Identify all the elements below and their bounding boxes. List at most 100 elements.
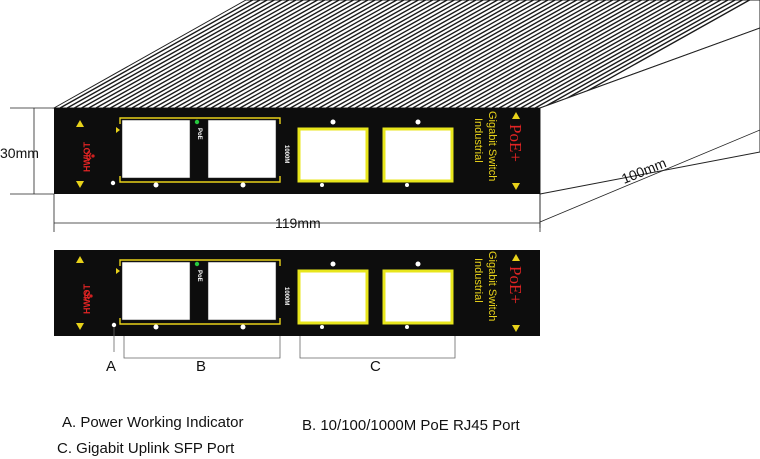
heatsink-rib bbox=[362, 0, 595, 108]
heatsink-rib bbox=[282, 0, 516, 108]
poe-led bbox=[194, 261, 200, 267]
arrow-down-icon bbox=[512, 325, 520, 332]
heatsink-rib bbox=[110, 0, 343, 108]
heatsink-rib bbox=[261, 0, 494, 108]
rj45-port bbox=[121, 261, 191, 321]
callout-leaders bbox=[113, 327, 456, 359]
speed-small-label: 1000M bbox=[283, 287, 289, 305]
title-line1: Industrial bbox=[472, 258, 484, 303]
rj45-port bbox=[207, 119, 277, 179]
arrow-up-icon bbox=[512, 112, 520, 119]
heatsink-rib bbox=[275, 0, 509, 108]
heatsink-rib bbox=[520, 0, 754, 108]
wifi-icon bbox=[86, 150, 95, 162]
heatsink-rib bbox=[434, 0, 667, 108]
heatsink-rib bbox=[426, 0, 660, 108]
heatsink-rib bbox=[174, 0, 408, 108]
heatsink-rib bbox=[117, 0, 350, 108]
heatsink-rib bbox=[81, 0, 314, 108]
heatsink-rib bbox=[297, 0, 530, 108]
poe-small-label: PoE bbox=[196, 270, 202, 282]
heatsink-rib bbox=[448, 0, 682, 108]
arrow-down-icon bbox=[76, 181, 84, 188]
arrow-up-icon bbox=[76, 120, 84, 127]
heatsink-rib bbox=[412, 0, 646, 108]
heatsink-rib bbox=[146, 0, 379, 108]
rj45-group-bracket bbox=[119, 117, 281, 183]
heatsink-rib bbox=[470, 0, 703, 108]
heatsink-rib bbox=[398, 0, 631, 108]
heatsink-rib bbox=[534, 0, 760, 108]
led-half-icon bbox=[153, 324, 159, 330]
heatsink-rib bbox=[498, 0, 732, 108]
arrow-up-icon bbox=[76, 256, 84, 263]
rj45-port bbox=[121, 119, 191, 179]
arrow-down-icon bbox=[76, 323, 84, 330]
front-panel-bottom: HWIOT PoE 1000M Industrial Gigabit Switc… bbox=[54, 250, 540, 336]
heatsink-rib bbox=[225, 0, 458, 108]
brand-logo: HWIOT bbox=[82, 284, 92, 314]
heatsink-rib bbox=[88, 0, 322, 108]
title-line2: Gigabit Switch bbox=[486, 111, 498, 181]
heatsink-rib bbox=[477, 0, 710, 108]
heatsink-rib bbox=[462, 0, 696, 108]
heatsink-rib bbox=[304, 0, 538, 108]
heatsink-rib bbox=[131, 0, 365, 108]
title-line2: Gigabit Switch bbox=[486, 251, 498, 321]
heatsink-rib bbox=[66, 0, 300, 108]
power-indicator-led bbox=[111, 322, 117, 328]
led-half-icon bbox=[330, 119, 336, 125]
heatsink-rib bbox=[254, 0, 487, 108]
heatsink-rib bbox=[556, 0, 760, 108]
title-line1: Industrial bbox=[472, 118, 484, 163]
heatsink-rib bbox=[390, 0, 624, 108]
heatsink-rib bbox=[542, 0, 760, 108]
width-label: 119mm bbox=[275, 215, 321, 231]
heatsink-rib bbox=[405, 0, 638, 108]
callout-c: C bbox=[370, 358, 381, 375]
heatsink-rib bbox=[513, 0, 746, 108]
heatsink-rib bbox=[333, 0, 566, 108]
legend-a: A. Power Working Indicator bbox=[62, 414, 244, 431]
poe-plus-mark: PoE+ bbox=[506, 124, 525, 162]
poe-small-label: PoE bbox=[196, 128, 202, 140]
heatsink-rib bbox=[268, 0, 502, 108]
heatsink-rib bbox=[549, 0, 760, 108]
height-dimension bbox=[10, 107, 54, 195]
brand-logo: HWIOT bbox=[82, 142, 92, 172]
heatsink-rib bbox=[441, 0, 674, 108]
heatsink-rib bbox=[196, 0, 430, 108]
heatsink-rib bbox=[59, 0, 293, 108]
heatsink-rib bbox=[484, 0, 718, 108]
heatsink-rib bbox=[218, 0, 451, 108]
heatsink-rib bbox=[527, 0, 760, 108]
heatsink-rib bbox=[239, 0, 473, 108]
heatsink-rib bbox=[189, 0, 422, 108]
heatsink-rib bbox=[203, 0, 437, 108]
heatsink-rib bbox=[455, 0, 689, 108]
heatsink-rib bbox=[383, 0, 617, 108]
heatsink-rib bbox=[290, 0, 523, 108]
arrow-down-icon bbox=[512, 183, 520, 190]
front-panel-top: HWIOT PoE 1000M Industrial Gigabit Switc… bbox=[54, 108, 540, 194]
heatsink-rib bbox=[232, 0, 466, 108]
heatsink-rib bbox=[347, 0, 581, 108]
heatsink-rib bbox=[491, 0, 725, 108]
led-half-icon bbox=[240, 324, 246, 330]
sfp-port bbox=[297, 127, 369, 183]
legend-b: B. 10/100/1000M PoE RJ45 Port bbox=[302, 417, 520, 434]
heatsink-rib bbox=[167, 0, 401, 108]
heatsink-rib bbox=[318, 0, 552, 108]
led-half-icon bbox=[330, 261, 336, 267]
height-label: 30mm bbox=[0, 145, 39, 161]
wifi-icon bbox=[84, 290, 93, 302]
rj45-port bbox=[207, 261, 277, 321]
led-half-icon bbox=[153, 182, 159, 188]
sfp-port bbox=[297, 269, 369, 325]
arrow-up-icon bbox=[512, 254, 520, 261]
heatsink-rib bbox=[376, 0, 610, 108]
heatsink-rib bbox=[419, 0, 653, 108]
sfp-port bbox=[382, 269, 454, 325]
led-half-icon bbox=[240, 182, 246, 188]
